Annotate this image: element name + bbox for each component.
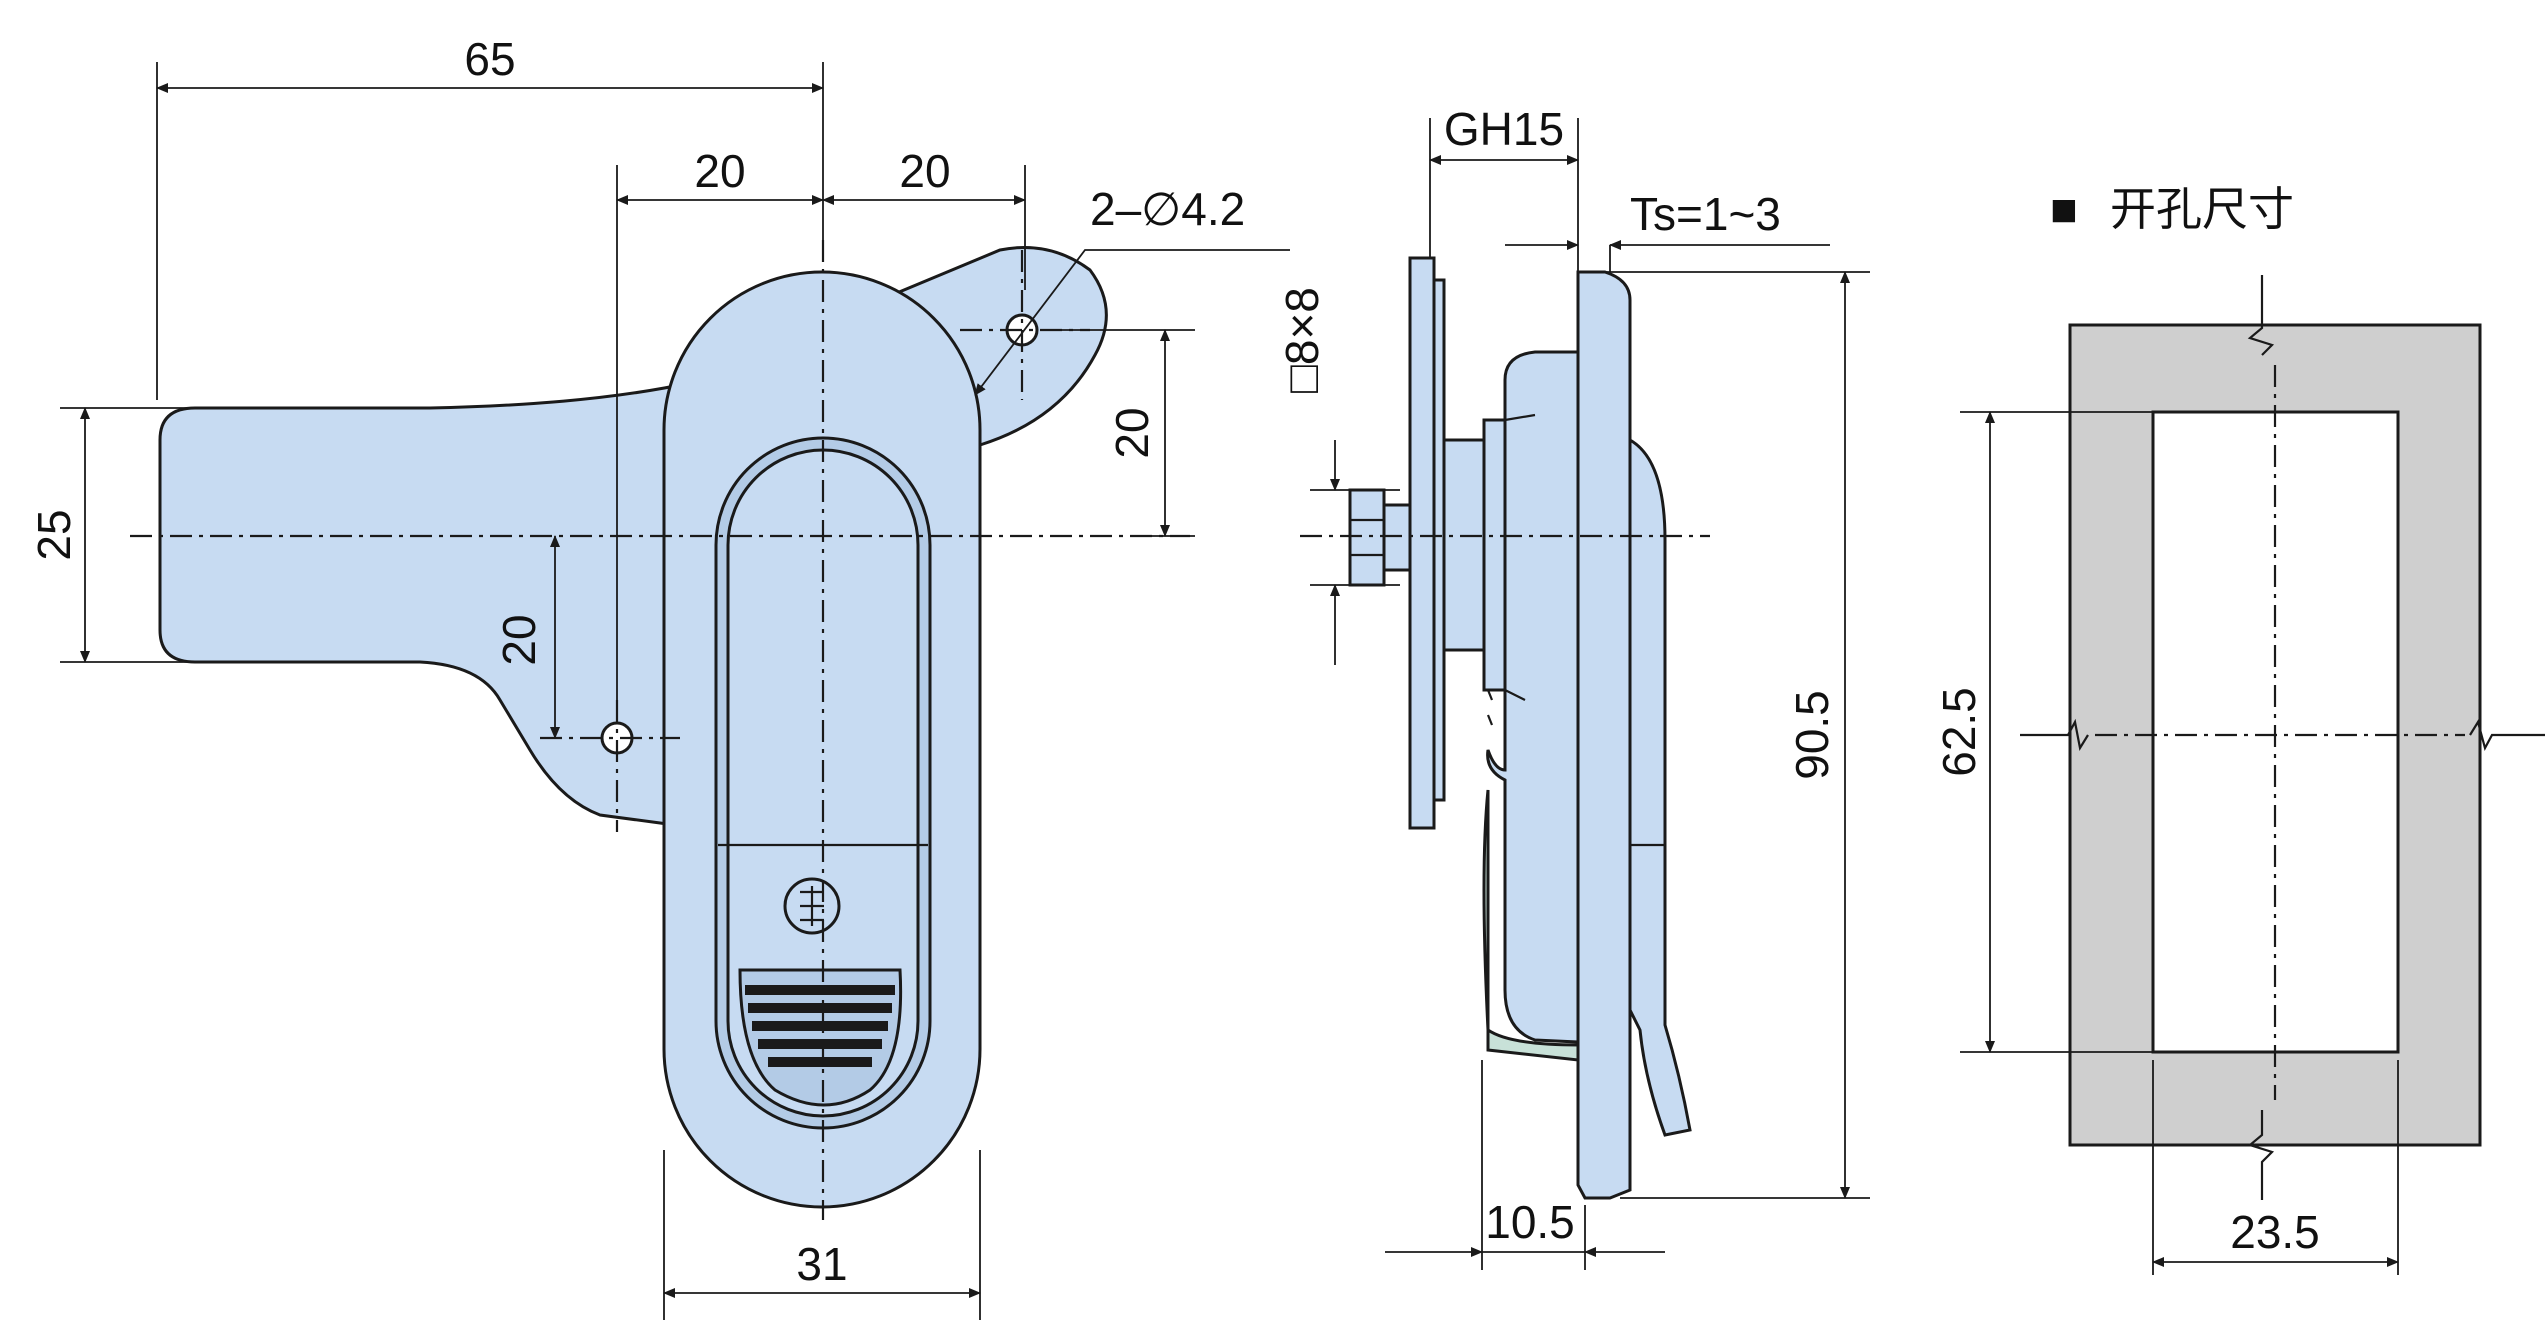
dim-text-31: 31 [796,1238,847,1290]
dim-text-25: 25 [28,509,80,560]
dim-text-square: □8×8 [1276,287,1328,393]
dim-text-hole-callout: 2–∅4.2 [1090,183,1245,235]
square-shaft-nut [1348,488,1386,587]
cutout-view: ■ 开孔尺寸 62.5 23.5 [1933,183,2545,1275]
detent-marks [1486,689,1494,726]
hole-callout-leader [974,249,1290,396]
dim-text-20-vert-right: 20 [1106,407,1158,458]
handle-left-arm [158,381,692,827]
cylinder-collar [1442,438,1486,652]
housing-body [1486,350,1580,1044]
mounting-plate [1408,256,1436,830]
cutout-title-marker: ■ [2050,183,2078,235]
cutout-title: 开孔尺寸 [2110,183,2294,235]
nut-lines [1350,518,1384,557]
dim-text-65: 65 [464,33,515,85]
housing-detail [1504,413,1536,701]
side-view: GH15 Ts=1~3 □8×8 90.5 10.5 [1276,103,1870,1270]
dim-text-gh15: GH15 [1444,103,1564,155]
dim-text-ts: Ts=1~3 [1630,188,1781,240]
grip-ribs [745,985,895,1067]
escutcheon-plate [1576,270,1632,1200]
dim-text-62-5: 62.5 [1933,687,1985,777]
lever-outer [1628,437,1692,1137]
break-mark-left [2020,718,2089,751]
front-view: 65 20 20 2–∅4.2 25 20 20 31 [28,33,1290,1320]
dim-text-20-right: 20 [899,145,950,197]
square-shaft [1382,503,1412,572]
cylinder-ring [1482,418,1507,692]
dim-text-20-vert-left: 20 [493,614,545,665]
housing-lower [1482,789,1580,1062]
dim-text-10-5: 10.5 [1485,1196,1575,1248]
break-mark-top [2247,275,2275,356]
key-slot [800,886,824,926]
break-mark-right [2469,719,2545,751]
dim-text-23-5: 23.5 [2230,1206,2320,1258]
break-mark-bottom [2247,1110,2275,1200]
dim-text-20-left: 20 [694,145,745,197]
dim-text-90-5: 90.5 [1786,690,1838,780]
